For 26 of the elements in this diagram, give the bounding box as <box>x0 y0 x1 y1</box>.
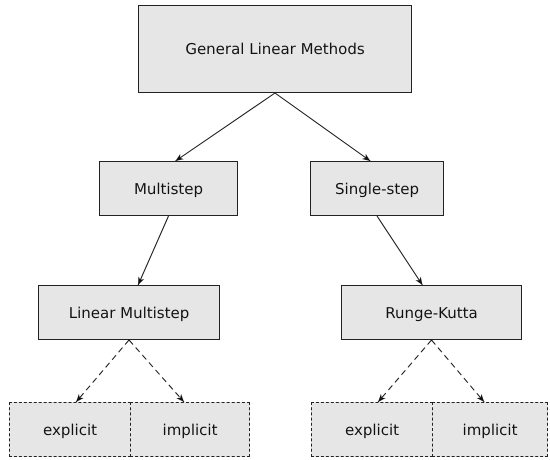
arrow <box>174 92 276 162</box>
arrow <box>431 340 485 402</box>
arrow <box>128 340 184 402</box>
node-label: implicit <box>462 420 518 438</box>
node-label: Multistep <box>134 180 204 198</box>
node-label: Linear Multistep <box>68 304 190 322</box>
node-label: Single-step <box>335 180 419 198</box>
node-label: Runge-Kutta <box>385 304 478 322</box>
arrow <box>274 92 371 162</box>
category-box <box>341 285 522 340</box>
arrow <box>378 340 432 402</box>
category-box <box>38 285 220 340</box>
arrow <box>376 216 423 286</box>
category-box <box>138 5 412 93</box>
node-label: General Linear Methods <box>185 40 365 58</box>
arrow <box>138 216 169 286</box>
node-label: implicit <box>162 420 218 438</box>
category-box <box>310 161 444 216</box>
category-box <box>130 402 250 457</box>
node-label: explicit <box>43 420 97 438</box>
category-box <box>311 402 433 457</box>
category-box <box>99 161 238 216</box>
arrow <box>76 340 130 402</box>
node-label: explicit <box>345 420 399 438</box>
category-box <box>9 402 131 457</box>
category-box <box>432 402 548 457</box>
